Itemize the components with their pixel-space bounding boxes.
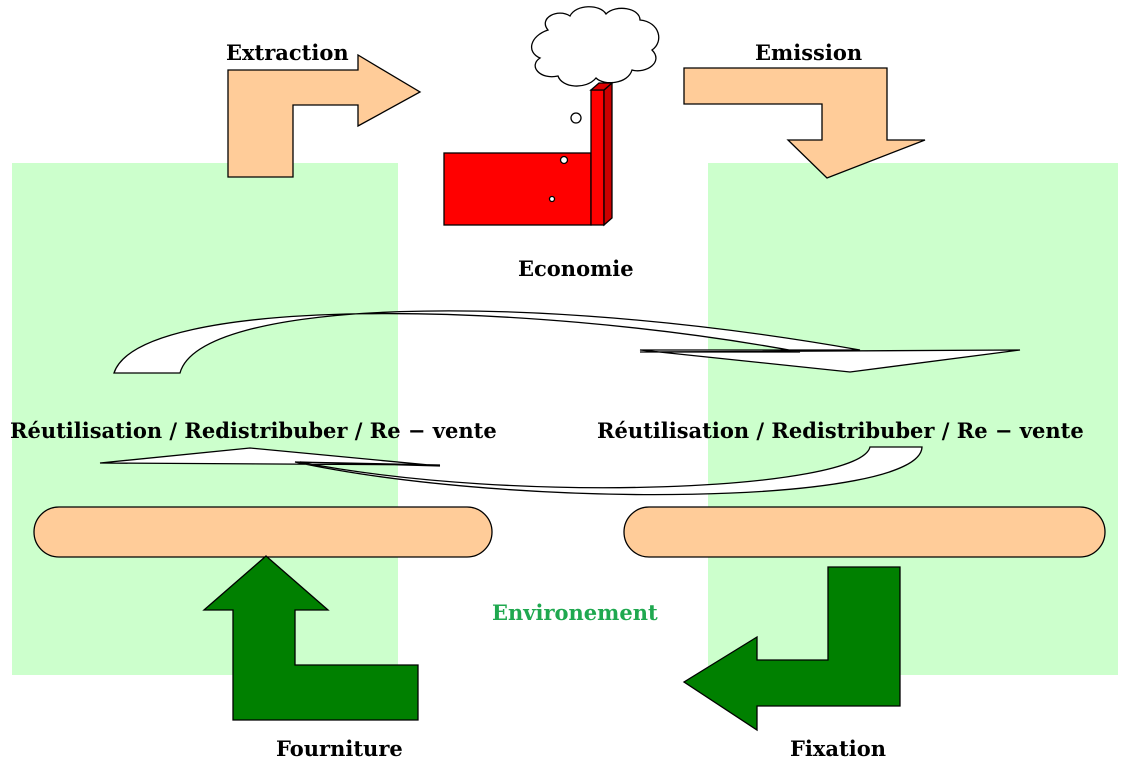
fourniture-arrow	[202, 555, 419, 721]
factory-icon	[443, 81, 614, 227]
fixation-label: Fixation	[790, 736, 886, 761]
right-pill	[623, 506, 1106, 558]
reuse-arrow-top	[113, 310, 1021, 374]
left-pill	[33, 506, 493, 558]
fixation-arrow	[682, 566, 901, 732]
economie-label: Economie	[518, 256, 634, 281]
fourniture-label: Fourniture	[276, 736, 403, 761]
emission-label: Emission	[755, 40, 862, 65]
left-zone	[12, 163, 398, 675]
extraction-arrow	[227, 53, 422, 178]
emission-arrow	[683, 67, 926, 179]
reuse-label-right: Réutilisation / Redistribuber / Re − ven…	[597, 418, 1084, 443]
reuse-arrow-bottom	[99, 446, 923, 496]
environement-label: Environement	[492, 600, 658, 625]
right-zone	[708, 163, 1118, 675]
smoke-cloud-icon	[530, 6, 660, 87]
extraction-label: Extraction	[226, 40, 349, 65]
reuse-label-left: Réutilisation / Redistribuber / Re − ven…	[10, 418, 497, 443]
